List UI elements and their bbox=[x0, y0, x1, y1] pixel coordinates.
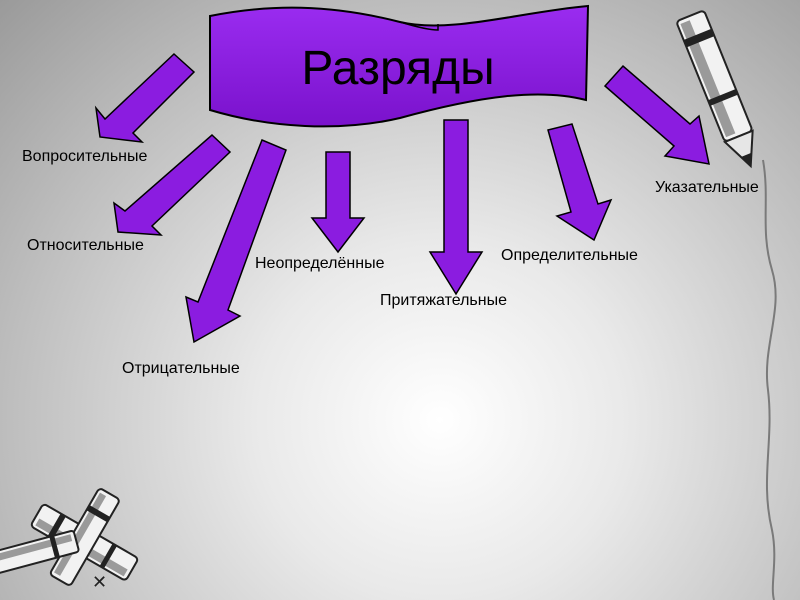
label-prityazhatelnye: Притяжательные bbox=[380, 292, 507, 310]
title-text: Разряды bbox=[301, 42, 494, 95]
arrow-prityazhatelnye bbox=[430, 120, 482, 294]
label-otnositelnye: Относительные bbox=[27, 237, 144, 255]
arrow-neopredelyonnye bbox=[312, 152, 364, 252]
arrow-ukazatelnye bbox=[605, 66, 709, 164]
title-banner: Разряды bbox=[210, 6, 588, 126]
label-otritsatelnye: Отрицательные bbox=[122, 360, 240, 378]
label-voprositelnye: Вопросительные bbox=[22, 148, 147, 166]
label-ukazatelnye: Указательные bbox=[655, 179, 759, 197]
pencils-icon: ✕ bbox=[0, 488, 139, 593]
label-opredelitelnye: Определительные bbox=[501, 247, 638, 265]
arrow-voprositelnye bbox=[96, 54, 194, 142]
svg-text:✕: ✕ bbox=[92, 572, 107, 593]
squiggle-line bbox=[763, 160, 776, 600]
label-neopredelyonnye: Неопределённые bbox=[255, 255, 384, 273]
arrow-opredelitelnye bbox=[548, 124, 611, 240]
